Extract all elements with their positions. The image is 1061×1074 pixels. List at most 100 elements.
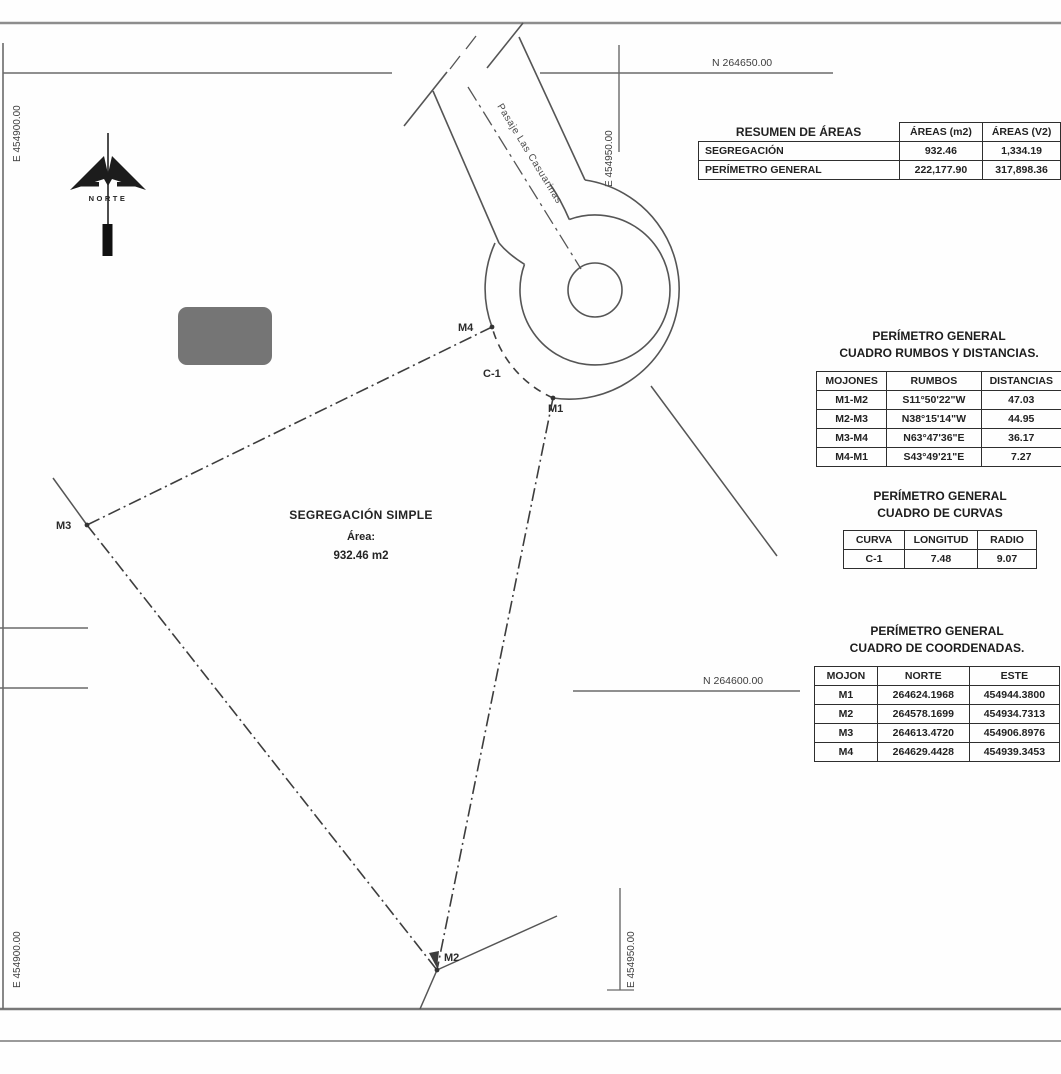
boundary-m3-m2 bbox=[86, 524, 438, 971]
coordenadas-cell: M1 bbox=[814, 684, 878, 705]
curvas-header: LONGITUD bbox=[904, 529, 978, 550]
curvas-cell: 7.48 bbox=[904, 548, 978, 569]
boundary-curve-c1 bbox=[491, 326, 554, 399]
parcel-title: SEGREGACIÓN SIMPLE bbox=[289, 508, 433, 522]
label-m1: M1 bbox=[548, 403, 563, 415]
parcel-boundary bbox=[86, 326, 554, 971]
resumen-header-v2: ÁREAS (V2) bbox=[982, 122, 1061, 142]
lot-tick-dashes bbox=[449, 35, 477, 70]
point-m3 bbox=[84, 522, 90, 528]
point-m1 bbox=[550, 395, 556, 401]
street-right-edge bbox=[518, 36, 586, 181]
table-row: M3-M4 N63°47'36"E 36.17 bbox=[815, 427, 1061, 448]
street-right-fillet bbox=[549, 183, 571, 220]
inner-road-arc bbox=[519, 214, 671, 366]
rumbos-cell: 44.95 bbox=[980, 408, 1061, 429]
coordenadas-cell: 454906.8976 bbox=[968, 722, 1061, 743]
section-curvas: PERÍMETRO GENERAL CUADRO DE CURVAS CURVA… bbox=[840, 488, 1040, 569]
rumbos-title-line1: PERÍMETRO GENERAL bbox=[872, 329, 1006, 343]
coordenadas-cell: 454934.7313 bbox=[968, 703, 1061, 724]
coordenadas-cell: 264578.1699 bbox=[876, 703, 970, 724]
resumen-title: RESUMEN DE ÁREAS bbox=[735, 124, 862, 139]
rumbos-header: MOJONES bbox=[815, 370, 888, 391]
outer-arc-main bbox=[552, 179, 680, 400]
coordenadas-cell: M2 bbox=[814, 703, 878, 724]
resumen-row-label: PERÍMETRO GENERAL bbox=[698, 160, 900, 180]
table-row: M1-M2 S11°50'22"W 47.03 bbox=[815, 389, 1061, 410]
grid-label-e-left-bottom: E 454900.00 bbox=[12, 931, 23, 988]
resumen-header-m2: ÁREAS (m2) bbox=[898, 122, 984, 142]
north-arrow-label: NORTE bbox=[89, 194, 128, 203]
grid-label-e-right-top: E 454950.00 bbox=[604, 130, 615, 187]
rumbos-cell: 7.27 bbox=[980, 446, 1061, 467]
label-c1: C-1 bbox=[483, 368, 501, 380]
parcel-area-label: Área: bbox=[346, 531, 376, 543]
table-rumbos: MOJONES RUMBOS DISTANCIAS M1-M2 S11°50'2… bbox=[815, 370, 1061, 467]
neighbor-line-m2-northeast bbox=[436, 915, 558, 971]
resumen-row-label: SEGREGACIÓN bbox=[698, 141, 900, 161]
coordenadas-cell: 454944.3800 bbox=[968, 684, 1061, 705]
rumbos-cell: N38°15'14"W bbox=[886, 408, 982, 429]
coordenadas-cell: 454939.3453 bbox=[968, 741, 1061, 762]
rumbos-title-line2: CUADRO RUMBOS Y DISTANCIAS. bbox=[839, 345, 1039, 360]
boundary-m1-m2 bbox=[436, 397, 554, 971]
street-left-edge bbox=[432, 90, 500, 244]
street-pasaje-las-casuarinas bbox=[403, 22, 586, 270]
boundary-m4-m3 bbox=[86, 326, 493, 526]
coordenadas-cell: M4 bbox=[814, 741, 878, 762]
north-arrow: NORTE bbox=[70, 133, 146, 256]
resumen-cell: 1,334.19 bbox=[982, 141, 1061, 161]
coordenadas-cell: 264629.4428 bbox=[876, 741, 970, 762]
grid-label-n-top: N 264650.00 bbox=[712, 57, 772, 69]
point-m2 bbox=[434, 967, 440, 973]
rumbos-cell: M3-M4 bbox=[815, 427, 888, 448]
table-row: CURVA LONGITUD RADIO bbox=[843, 529, 1037, 550]
street-centerline bbox=[467, 86, 582, 270]
redacted-area bbox=[178, 307, 272, 365]
label-m3: M3 bbox=[56, 520, 71, 532]
resumen-cell: 932.46 bbox=[898, 141, 984, 161]
rumbos-cell: 36.17 bbox=[980, 427, 1061, 448]
neighbor-line-m2-to-frame bbox=[419, 969, 438, 1010]
resumen-cell: 222,177.90 bbox=[898, 160, 984, 180]
label-m2: M2 bbox=[444, 952, 459, 964]
coordenadas-cell: M3 bbox=[814, 722, 878, 743]
table-coordenadas: MOJON NORTE ESTE M1 264624.1968 454944.3… bbox=[814, 665, 1061, 762]
boundary-arrowhead-m2 bbox=[429, 951, 439, 968]
outer-arc-upper bbox=[484, 242, 496, 328]
curvas-title-line1: PERÍMETRO GENERAL bbox=[873, 489, 1007, 503]
grid-label-e-left-top: E 454900.00 bbox=[12, 105, 23, 162]
rumbos-cell: M1-M2 bbox=[815, 389, 888, 410]
curvas-title-line2: CUADRO DE CURVAS bbox=[877, 505, 1003, 520]
parcel-label-block: SEGREGACIÓN SIMPLE Área: 932.46 m2 bbox=[266, 508, 456, 562]
neighbor-line-at-m3 bbox=[52, 477, 88, 526]
table-row: M2-M3 N38°15'14"W 44.95 bbox=[815, 408, 1061, 429]
table-curvas: CURVA LONGITUD RADIO C-1 7.48 9.07 bbox=[843, 529, 1037, 569]
section-coordenadas: PERÍMETRO GENERAL CUADRO DE COORDENADAS.… bbox=[814, 623, 1061, 762]
rumbos-cell: S43°49'21"E bbox=[886, 446, 982, 467]
table-row: MOJONES RUMBOS DISTANCIAS bbox=[815, 370, 1061, 391]
table-row: MOJON NORTE ESTE bbox=[814, 665, 1061, 686]
coordenadas-header: NORTE bbox=[876, 665, 970, 686]
center-island-circle bbox=[567, 262, 623, 318]
grid-label-e-right-bottom: E 454950.00 bbox=[626, 931, 637, 988]
curvas-header: RADIO bbox=[977, 529, 1037, 550]
section-rumbos: PERÍMETRO GENERAL CUADRO RUMBOS Y DISTAN… bbox=[815, 328, 1061, 467]
rumbos-cell: M2-M3 bbox=[815, 408, 888, 429]
point-m4 bbox=[489, 324, 495, 330]
curvas-cell: 9.07 bbox=[977, 548, 1037, 569]
table-row: SEGREGACIÓN 932.46 1,334.19 bbox=[698, 141, 1061, 161]
north-arrow-base-bar bbox=[102, 224, 113, 256]
coordenadas-header: ESTE bbox=[968, 665, 1061, 686]
neighbor-line-southeast bbox=[650, 385, 778, 557]
table-row: PERÍMETRO GENERAL 222,177.90 317,898.36 bbox=[698, 160, 1061, 180]
table-row: M1 264624.1968 454944.3800 bbox=[814, 684, 1061, 705]
rumbos-cell: M4-M1 bbox=[815, 446, 888, 467]
parcel-area-value: 932.46 m2 bbox=[333, 550, 389, 562]
label-m4: M4 bbox=[458, 322, 474, 334]
curvas-header: CURVA bbox=[843, 529, 905, 550]
grid-label-n-mid: N 264600.00 bbox=[703, 675, 763, 687]
lot-tick-right bbox=[486, 22, 524, 69]
